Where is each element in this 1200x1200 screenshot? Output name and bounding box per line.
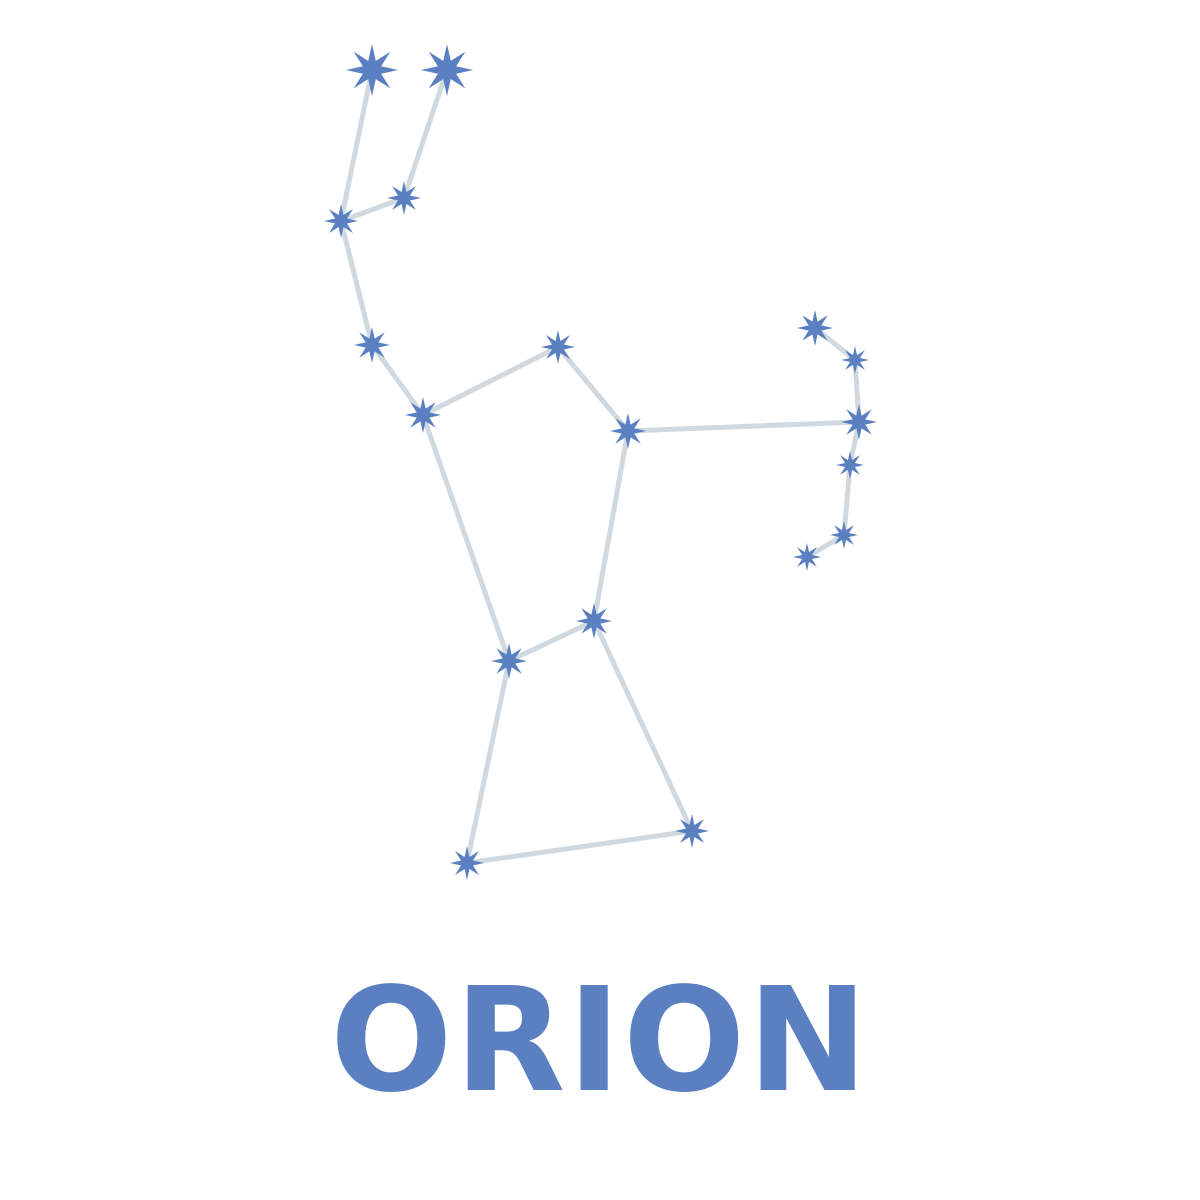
star-icon-shield-5 <box>830 521 858 549</box>
star-icon-club-top-left <box>346 44 398 96</box>
star-icon-shield-4 <box>836 451 864 479</box>
connector-line-foot-left-to-foot-right <box>464 828 695 866</box>
connector-line-arm-upper-to-shoulder-left <box>369 342 426 418</box>
star-icon-club-low <box>324 204 358 238</box>
star-icon-shield-2 <box>841 346 869 374</box>
star-icon-foot-left <box>450 846 484 880</box>
star-icon-shoulder-left <box>405 397 441 433</box>
connector-line-shoulder-right-to-shield-3 <box>625 419 862 434</box>
constellation-title: ORION <box>330 956 870 1124</box>
connector-line-belt-left-to-shoulder-left <box>420 412 512 664</box>
star-icon-club-top-right <box>421 44 473 96</box>
star-icon-shield-6 <box>793 543 821 571</box>
connector-line-belt-left-to-foot-left <box>464 658 512 866</box>
star-icon-belt-left <box>491 643 527 679</box>
connector-line-head-to-shoulder-right <box>555 344 631 434</box>
connector-line-shield-4-to-shield-5 <box>841 462 853 538</box>
connector-line-shoulder-right-to-belt-right <box>591 428 631 624</box>
connector-line-club-top-right-to-club-mid <box>401 67 450 201</box>
connector-line-foot-right-to-belt-right <box>591 618 695 834</box>
connector-line-club-low-to-arm-upper <box>338 218 375 348</box>
star-icon-shield-1 <box>797 310 833 346</box>
connector-line-shoulder-left-to-head <box>420 344 561 418</box>
star-icon-club-mid <box>387 181 421 215</box>
star-icon-shoulder-right <box>610 413 646 449</box>
constellation-stars <box>324 44 877 880</box>
star-icon-shield-3 <box>841 404 877 440</box>
constellation-lines <box>338 67 862 866</box>
connector-line-shield-5-to-shield-6 <box>804 532 847 560</box>
connector-line-club-top-left-to-club-low <box>338 67 375 224</box>
connector-line-belt-right-to-belt-left <box>506 618 597 664</box>
connector-line-club-mid-to-club-low <box>338 195 407 224</box>
star-icon-belt-right <box>576 603 612 639</box>
star-icon-arm-upper <box>354 327 390 363</box>
star-icon-head <box>541 330 575 364</box>
star-icon-foot-right <box>675 814 709 848</box>
